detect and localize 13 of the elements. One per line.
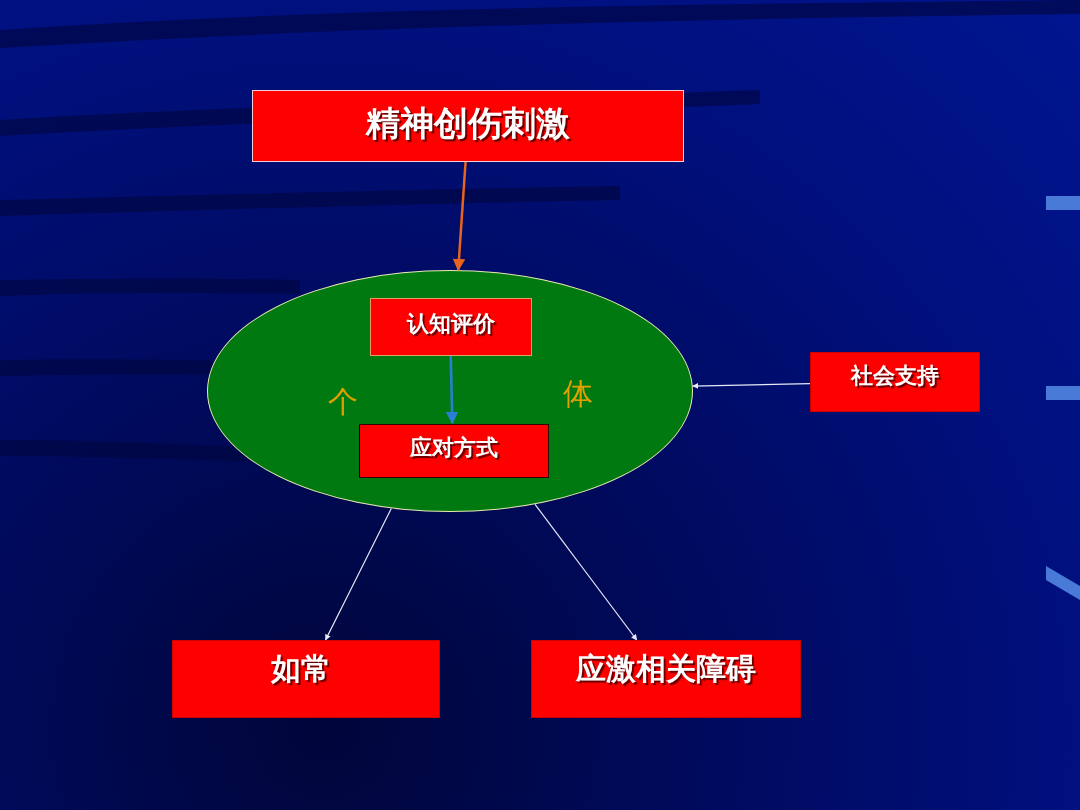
- process-box: 应激相关障碍: [531, 640, 801, 718]
- arrow: [692, 383, 811, 389]
- ellipse-label: 体: [563, 379, 593, 409]
- process-box: 如常: [172, 640, 440, 718]
- process-box: 精神创伤刺激: [252, 90, 684, 162]
- arrow: [445, 354, 459, 425]
- ellipse-label: 个: [328, 387, 358, 417]
- arrow: [324, 507, 392, 641]
- process-box: 社会支持: [810, 352, 980, 412]
- process-box: 应对方式: [359, 424, 549, 478]
- arrow: [534, 503, 638, 641]
- arrow: [452, 161, 467, 272]
- process-box: 认知评价: [370, 298, 532, 356]
